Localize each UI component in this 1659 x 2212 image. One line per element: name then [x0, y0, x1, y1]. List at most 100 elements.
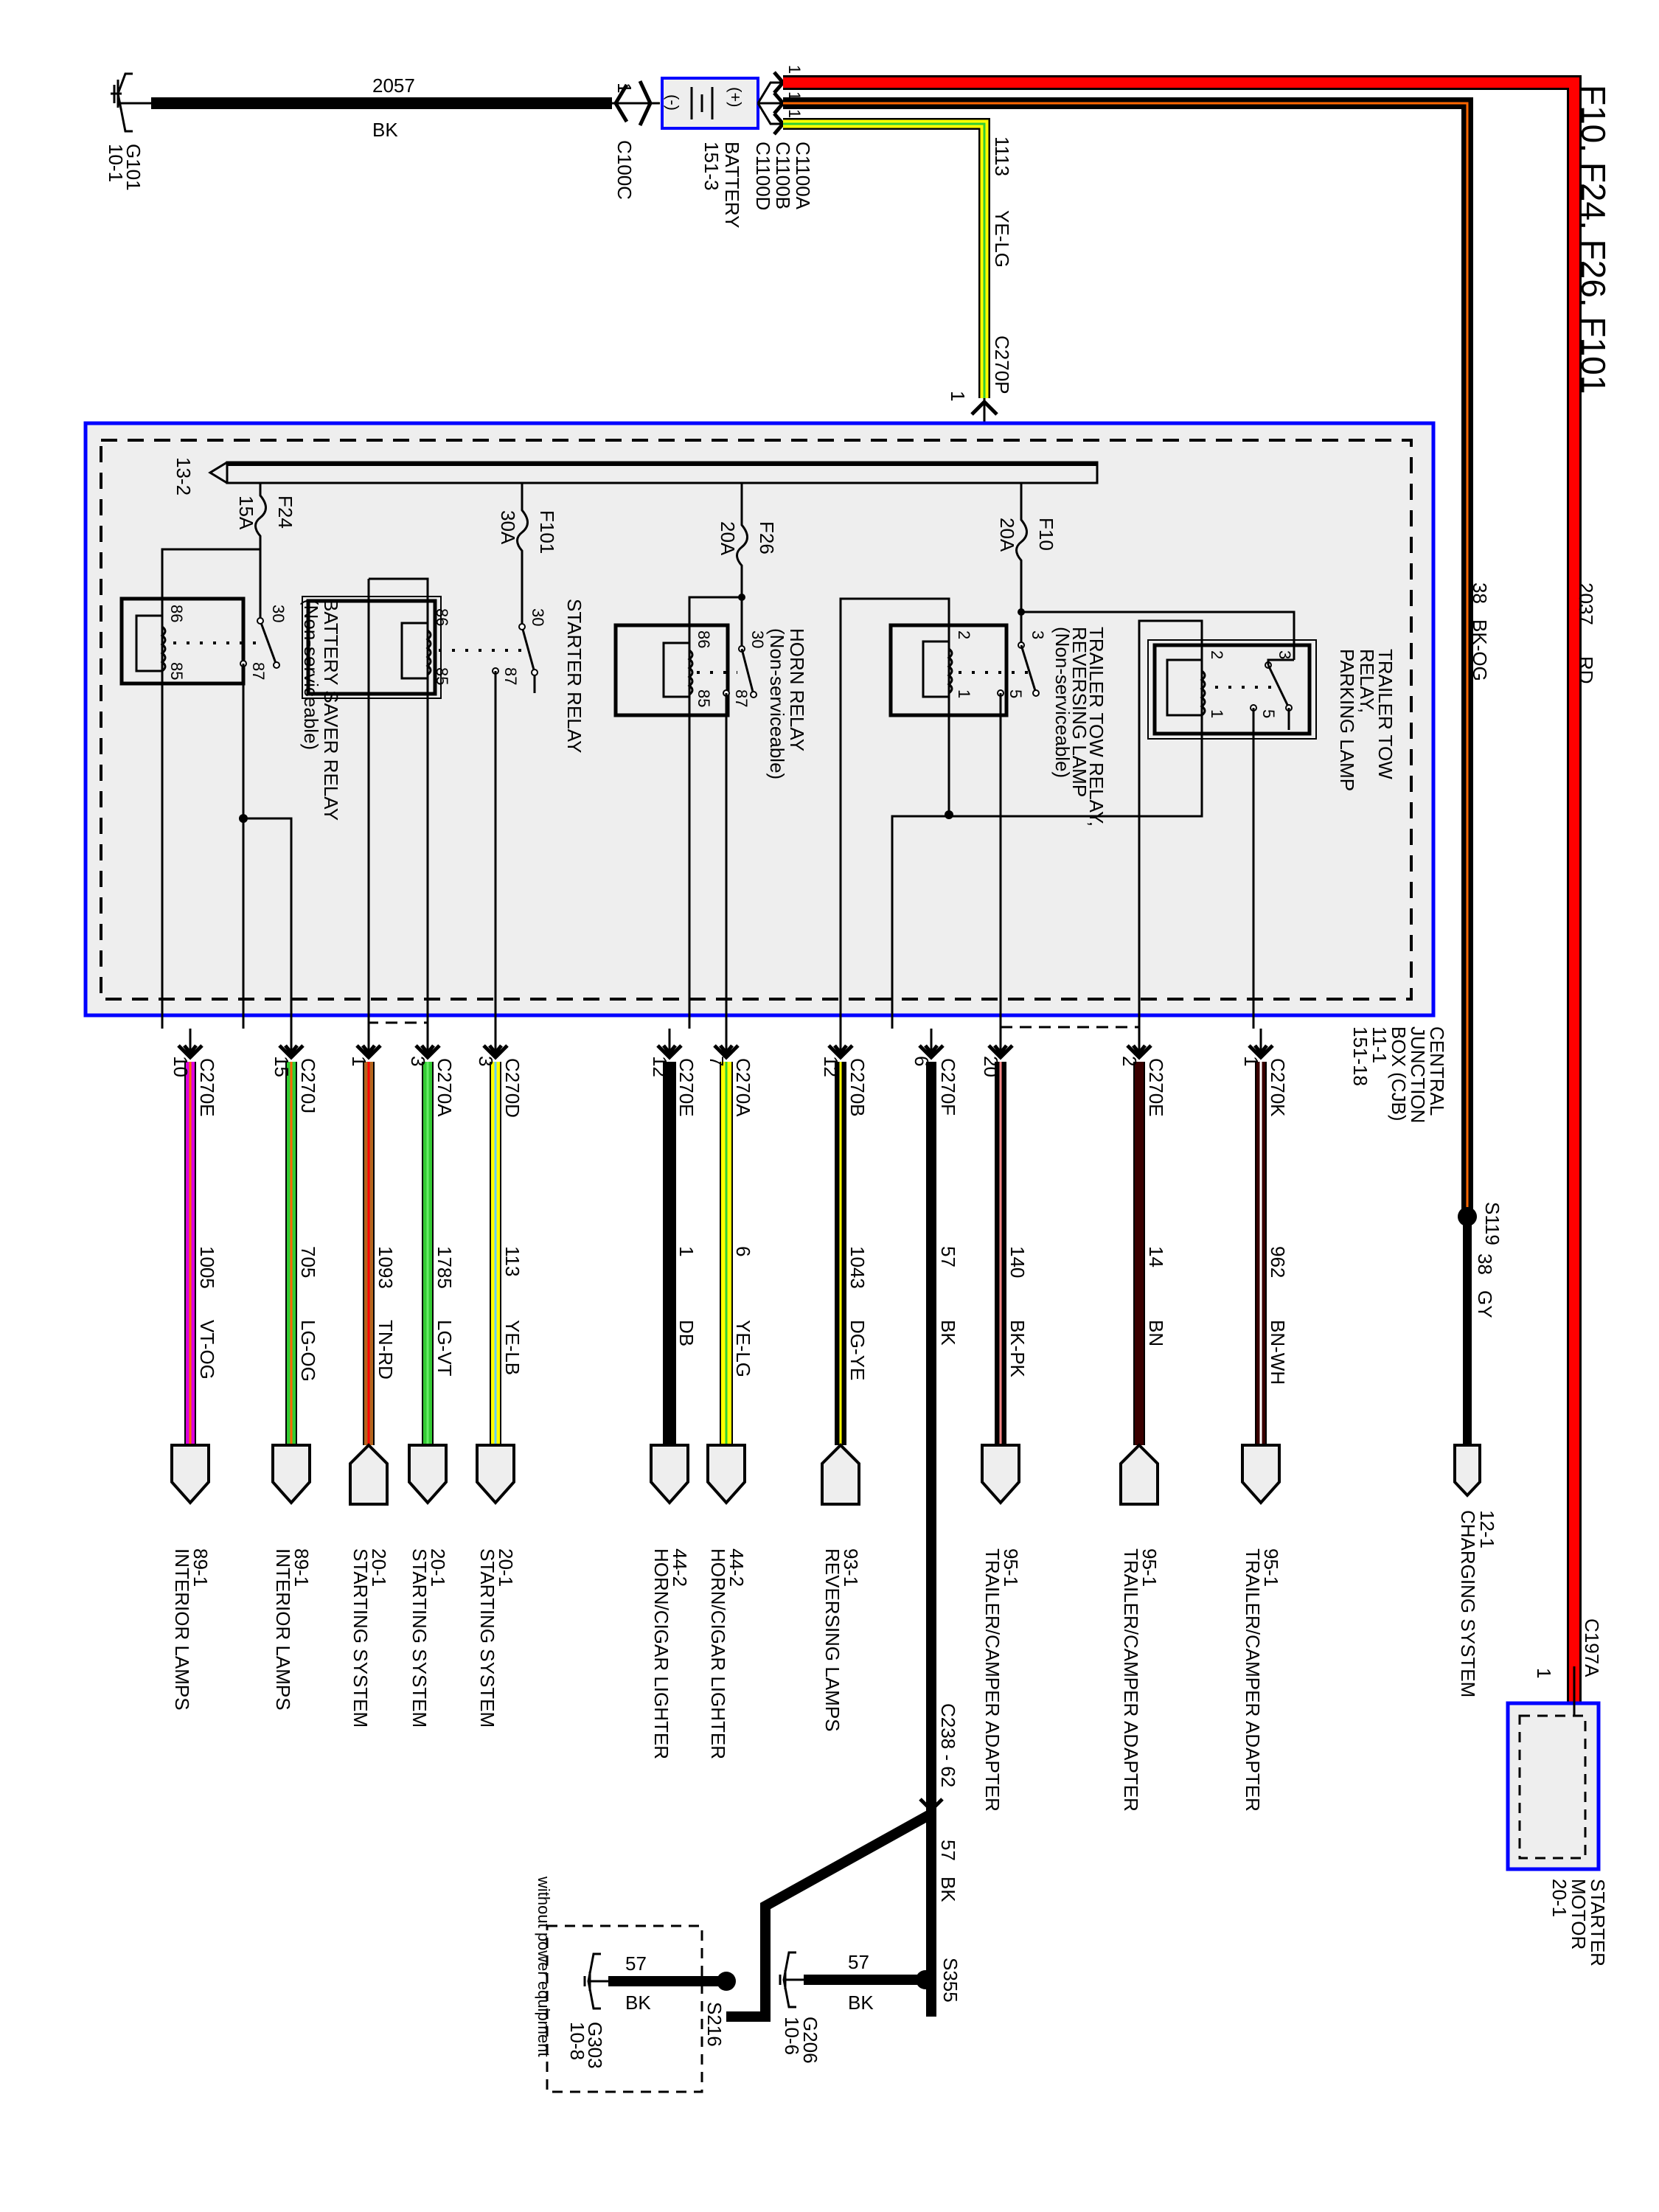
battery-name: BATTERY — [721, 142, 743, 229]
wire-1113-ye-lg[interactable] — [783, 118, 990, 398]
connector-pin: 12 — [820, 1056, 842, 1077]
dest-arrow[interactable] — [981, 1444, 1020, 1506]
dest-name: STARTING SYSTEM — [476, 1548, 498, 1728]
connector-pin: 15 — [271, 1056, 293, 1077]
dest-name: TRAILER/CAMPER ADAPTER — [1120, 1548, 1142, 1812]
bus-bar: 13-2 — [173, 457, 1099, 495]
fuse-f101[interactable]: F101 30A — [497, 483, 558, 568]
starter-motor-page: 20-1 — [1548, 1879, 1571, 1917]
option-box-no-power-equip — [546, 1924, 703, 2093]
splice-s119-label: S119 — [1481, 1202, 1503, 1245]
dest-arrow[interactable] — [821, 1443, 860, 1506]
relay-st-pin85: 85 — [433, 667, 451, 685]
wire-color: BN-WH — [1267, 1320, 1289, 1385]
connector-c270p-pin: 1 — [947, 391, 969, 401]
dest-arrow[interactable] — [349, 1443, 389, 1506]
cjb-line1: CENTRAL — [1426, 1026, 1448, 1116]
battery[interactable]: (-) (+) BATTERY 151-3 — [661, 77, 759, 229]
wire-38-bot-num: 38 — [1474, 1253, 1496, 1275]
ground-g303: G303 10-8 — [566, 1952, 608, 2069]
connector-pin: 10 — [170, 1056, 192, 1077]
dest-arrow[interactable] — [408, 1444, 448, 1506]
jumper-dashed-left — [367, 1021, 428, 1025]
fuse-f26[interactable]: F26 20A — [717, 483, 778, 582]
starter-motor[interactable]: C197A 1 STARTER MOTOR 20-1 — [1506, 1618, 1609, 1966]
battery-neg-label: (-) — [664, 94, 682, 111]
relay-trailer-parking[interactable]: 3 2 1 5 TRAILER TOW RELAY, PARKING LAMP — [891, 619, 1397, 1029]
connector-id: C270E — [675, 1058, 698, 1117]
fuse-f24[interactable]: F24 15A — [235, 483, 296, 549]
wire-1113-num: 1113 — [991, 136, 1013, 176]
dest-arrow[interactable] — [1119, 1443, 1159, 1506]
dest-arrow[interactable] — [476, 1444, 515, 1506]
ground-g206: G206 10-6 — [779, 1951, 821, 2064]
battery-page: 151-3 — [700, 142, 723, 191]
connector-pin: 1 — [1240, 1056, 1262, 1066]
relay-battery-saver[interactable]: 30 86 85 87 BATTERY SAVER RELAY (Non-ser… — [119, 548, 342, 1029]
relay-trailer-reversing[interactable]: 3 2 1 5 TRAILER TOW RELAY, REVERSING LAM… — [839, 575, 1295, 1029]
dest-arrow[interactable] — [1241, 1444, 1281, 1506]
dest-charging-system[interactable]: 12-1 CHARGING SYSTEM — [1453, 1444, 1498, 1697]
relay-hn-note: (Non-serviceable) — [766, 628, 788, 779]
relay-tp-pin1: 1 — [1208, 709, 1226, 718]
connector-id: C270A — [434, 1058, 456, 1117]
splice-s216-label: S216 — [703, 2002, 726, 2047]
ground-g101: G101 10-1 — [105, 72, 151, 191]
connector-pin: 20 — [980, 1056, 1002, 1077]
relay-tr-pin3: 3 — [1029, 630, 1047, 639]
relay-horn[interactable]: 30 86 85 87 HORN RELAY (Non-serviceable) — [613, 582, 808, 1029]
relay-tr-pin5: 5 — [1006, 689, 1025, 698]
dest-arrow[interactable] — [271, 1444, 311, 1506]
wire-2037-rd[interactable] — [783, 75, 1582, 1711]
connector-pin: 3 — [475, 1056, 497, 1066]
relay-tp-name3: PARKING LAMP — [1336, 649, 1358, 791]
connector-pin: 1 — [348, 1056, 370, 1066]
relay-bs-pin87: 87 — [249, 662, 268, 680]
cjb-page2: 151-18 — [1349, 1026, 1371, 1086]
wire-38-bk-og[interactable] — [783, 97, 1473, 1209]
wire-num: 113 — [501, 1246, 524, 1276]
inline-connector-c238 — [919, 1798, 944, 1813]
wire-color: BN — [1145, 1320, 1167, 1346]
dest-arrow[interactable] — [706, 1444, 746, 1506]
dest-name: STARTING SYSTEM — [408, 1548, 431, 1728]
wire-num: 140 — [1006, 1246, 1029, 1278]
relay-tp-name2: RELAY, — [1356, 649, 1378, 713]
connector-id: C270D — [501, 1058, 524, 1118]
relay-bs-note: (Non-serviceable) — [300, 599, 322, 750]
dest-name: HORN/CIGAR LIGHTER — [650, 1548, 672, 1759]
ground-g101-page: 10-1 — [105, 144, 127, 182]
wire-color: BK-PK — [1006, 1320, 1029, 1378]
ground-g206-id: G206 — [799, 2017, 821, 2064]
c238-label: C238 - 62 — [937, 1703, 959, 1787]
dest-arrow[interactable] — [170, 1444, 210, 1506]
option-note: without power equipment — [535, 1876, 553, 2057]
wire-num: 1043 — [846, 1246, 869, 1289]
dest-arrow[interactable] — [650, 1444, 689, 1506]
dest-page: 20-1 — [427, 1548, 449, 1587]
connector-id: C270J — [297, 1058, 319, 1113]
ground-g303-id: G303 — [584, 2022, 606, 2069]
relay-bs-pin86: 86 — [167, 605, 186, 622]
relay-bs-pin85: 85 — [167, 662, 186, 680]
relay-st-name: STARTER RELAY — [563, 599, 585, 754]
dest-page: 20-1 — [368, 1548, 390, 1587]
wire-num: 705 — [297, 1246, 319, 1278]
wire-num: 6 — [732, 1246, 754, 1256]
dest-page: 44-2 — [669, 1548, 691, 1587]
relay-starter[interactable]: 30 86 85 87 STARTER RELAY — [302, 568, 585, 1029]
relay-tr-note: (Non-serviceable) — [1051, 627, 1074, 778]
wire-57-bk-branch[interactable] — [726, 1809, 934, 2022]
fuse-f10-id: F10 — [1035, 518, 1057, 551]
relay-bs-name: BATTERY SAVER RELAY — [320, 599, 342, 821]
g206-wire-color: BK — [848, 1992, 874, 2014]
connector-id: C270B — [846, 1058, 869, 1117]
fuse-f10[interactable]: F10 20A — [996, 483, 1057, 575]
wire-num: 1005 — [196, 1246, 218, 1289]
connector-id: C270A — [732, 1058, 754, 1117]
